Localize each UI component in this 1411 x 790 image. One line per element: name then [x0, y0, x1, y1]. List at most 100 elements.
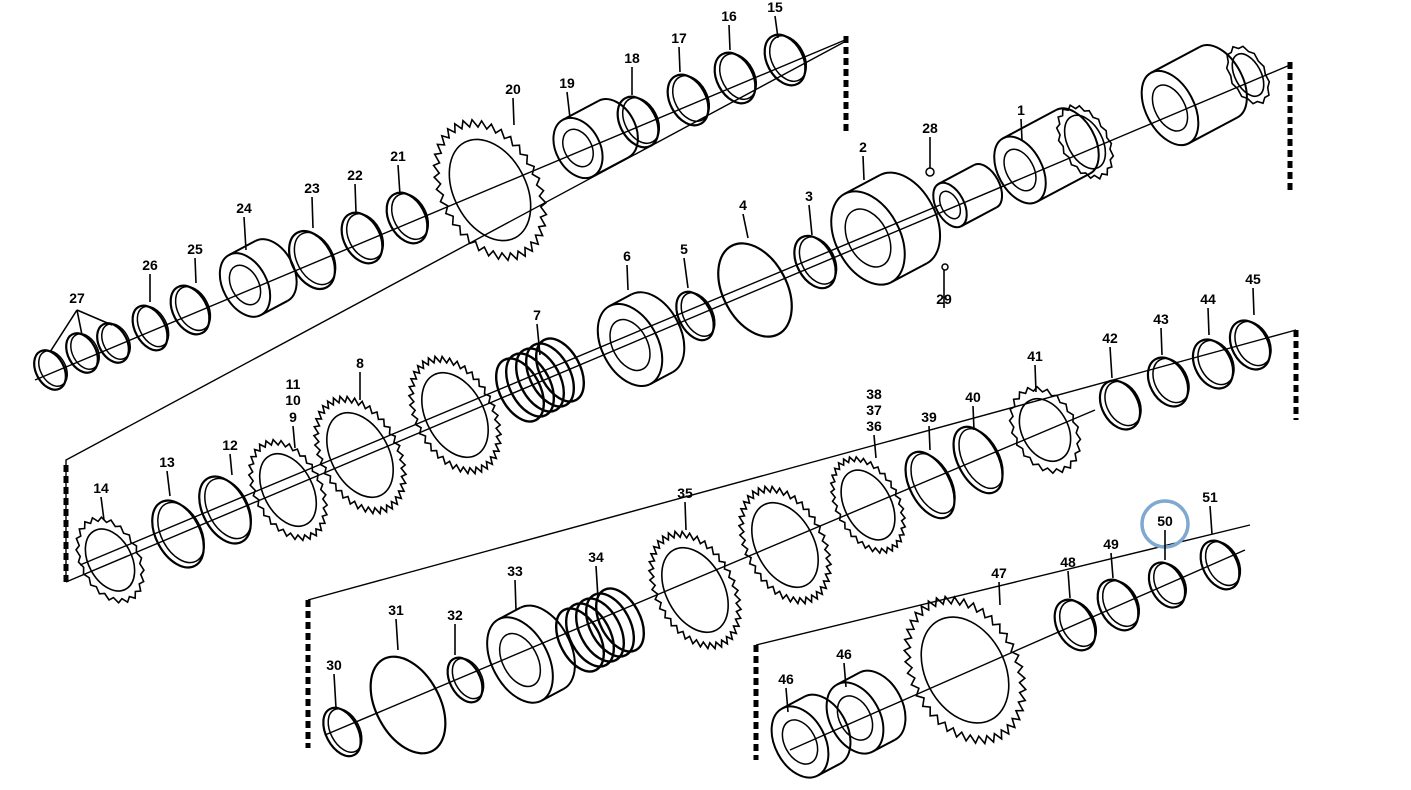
part-46-bearing-b-face	[825, 681, 885, 755]
part-4-o-ring	[717, 242, 793, 338]
part-7-spring-coil-0	[494, 357, 546, 423]
label-part-30: 30	[326, 657, 342, 673]
part-12-ring	[198, 475, 252, 545]
part-7-spring-coil-3	[524, 342, 576, 408]
label-part-35: 35	[677, 485, 693, 501]
label-part-1: 1	[1017, 102, 1025, 118]
part-34-spring-coil-4	[594, 587, 646, 653]
part-9-plate	[247, 438, 329, 542]
part-46-bearing-a-bore	[781, 719, 819, 765]
label-part-19: 19	[559, 75, 575, 91]
part-24-bearing-edge-bottom	[260, 300, 288, 316]
label-part-20: 20	[505, 81, 521, 97]
part-12-ring-inner	[204, 477, 252, 540]
label-part-49: 49	[1103, 536, 1119, 552]
part-27-ring-c-inner	[38, 350, 68, 387]
part-6-piston-edge-bottom	[650, 371, 674, 385]
label-part-31: 31	[388, 602, 404, 618]
label-part-27: 27	[69, 290, 85, 306]
part-21-ring-inner	[390, 192, 430, 241]
leader-part-44	[1207, 307, 1210, 336]
part-24-bearing-face	[218, 252, 272, 318]
part-33-piston	[486, 604, 576, 704]
part-34-spring-coil-0	[554, 607, 606, 673]
part-36-plate	[829, 455, 907, 555]
part-17-ring	[666, 73, 710, 127]
part-2-housing-edge-bottom	[891, 262, 928, 284]
part-51-ring-inner	[1204, 540, 1242, 587]
part-46-bearing-a	[770, 693, 852, 779]
part-13-ring	[151, 499, 205, 569]
leader-part-2	[862, 155, 865, 181]
part-2-housing-bore	[844, 208, 892, 268]
label-part-7: 7	[533, 307, 541, 323]
leader-part-33	[514, 579, 517, 611]
label-part-44: 44	[1200, 291, 1216, 307]
part-1-shaft-splines-outline	[1055, 104, 1115, 180]
part-3-snap-ring	[793, 234, 837, 290]
leader-part-4	[742, 213, 749, 239]
label-part-46b: 46	[836, 646, 852, 662]
label-part-9: 9	[289, 409, 297, 425]
part-46-bearing-b-bore	[836, 695, 874, 741]
leader-part-19	[566, 91, 571, 119]
label-part-12: 12	[222, 437, 238, 453]
label-part-40: 40	[965, 389, 981, 405]
leader-part-30	[333, 673, 337, 709]
part-22-ring-inner	[345, 212, 385, 261]
part-34-spring-coil-2	[574, 597, 626, 663]
part-46-bearing-b	[825, 669, 907, 755]
leader-part-1	[1020, 118, 1023, 141]
leader-part-31	[395, 618, 399, 651]
label-part-11: 11	[286, 376, 301, 392]
leader-part-47	[998, 581, 1001, 606]
label-part-41: 41	[1027, 348, 1043, 364]
part-30-ring	[322, 706, 362, 758]
leader-part-3	[808, 204, 813, 236]
part-45-ring-inner	[1234, 320, 1272, 367]
label-part-10: 10	[285, 392, 301, 408]
part-46-bearing-a-edge-bottom	[817, 762, 841, 777]
leader-part-13	[166, 470, 171, 497]
part-46-bearing-b-edge-bottom	[872, 738, 896, 753]
part-2-housing-face	[830, 190, 906, 286]
part-22-ring	[340, 211, 384, 265]
part-8-disc-b-outline	[312, 394, 408, 516]
label-part-3: 3	[805, 188, 813, 204]
part-1-shaft-body	[993, 107, 1100, 205]
part-7-spring-coil-2	[514, 347, 566, 413]
part-44-ring-inner	[1197, 339, 1235, 386]
part-1-shaft-end-edge-bottom	[960, 206, 998, 228]
part-1-shaft-tail-edge-bottom	[1188, 116, 1238, 145]
label-part-18: 18	[624, 50, 640, 66]
leader-part-20	[512, 97, 515, 126]
label-part-51: 51	[1202, 489, 1218, 505]
part-1-shaft-end-bore	[938, 190, 962, 220]
label-part-39: 39	[921, 409, 937, 425]
label-part-23: 23	[304, 180, 320, 196]
label-part-6: 6	[623, 248, 631, 264]
part-25-ring-inner	[174, 285, 212, 332]
part-33-piston-edge-top	[497, 606, 521, 621]
label-part-22: 22	[347, 167, 363, 183]
leader-part-34	[595, 565, 599, 599]
part-1-shaft-body-face	[993, 135, 1047, 205]
part-8-disc-b	[312, 394, 408, 516]
part-1-shaft-end-splines-bore	[1231, 52, 1265, 98]
part-45-ring	[1228, 319, 1272, 371]
part-8-disc-a-bore	[421, 371, 489, 459]
label-part-25: 25	[187, 241, 203, 257]
label-part-16: 16	[721, 8, 737, 24]
part-1-shaft-body-back	[1055, 107, 1100, 175]
part-1-shaft-end	[932, 163, 1004, 229]
part-46-bearing-a-edge-top	[781, 695, 805, 710]
part-48-ring	[1053, 598, 1097, 652]
part-16-ring	[713, 51, 757, 105]
leader-part-22	[354, 183, 357, 213]
leader-part-23	[311, 196, 314, 229]
leader-part-42	[1109, 346, 1113, 379]
label-part-46a: 46	[778, 671, 794, 687]
part-8-disc-b-bore	[326, 411, 394, 499]
leader-part-48	[1067, 570, 1071, 599]
